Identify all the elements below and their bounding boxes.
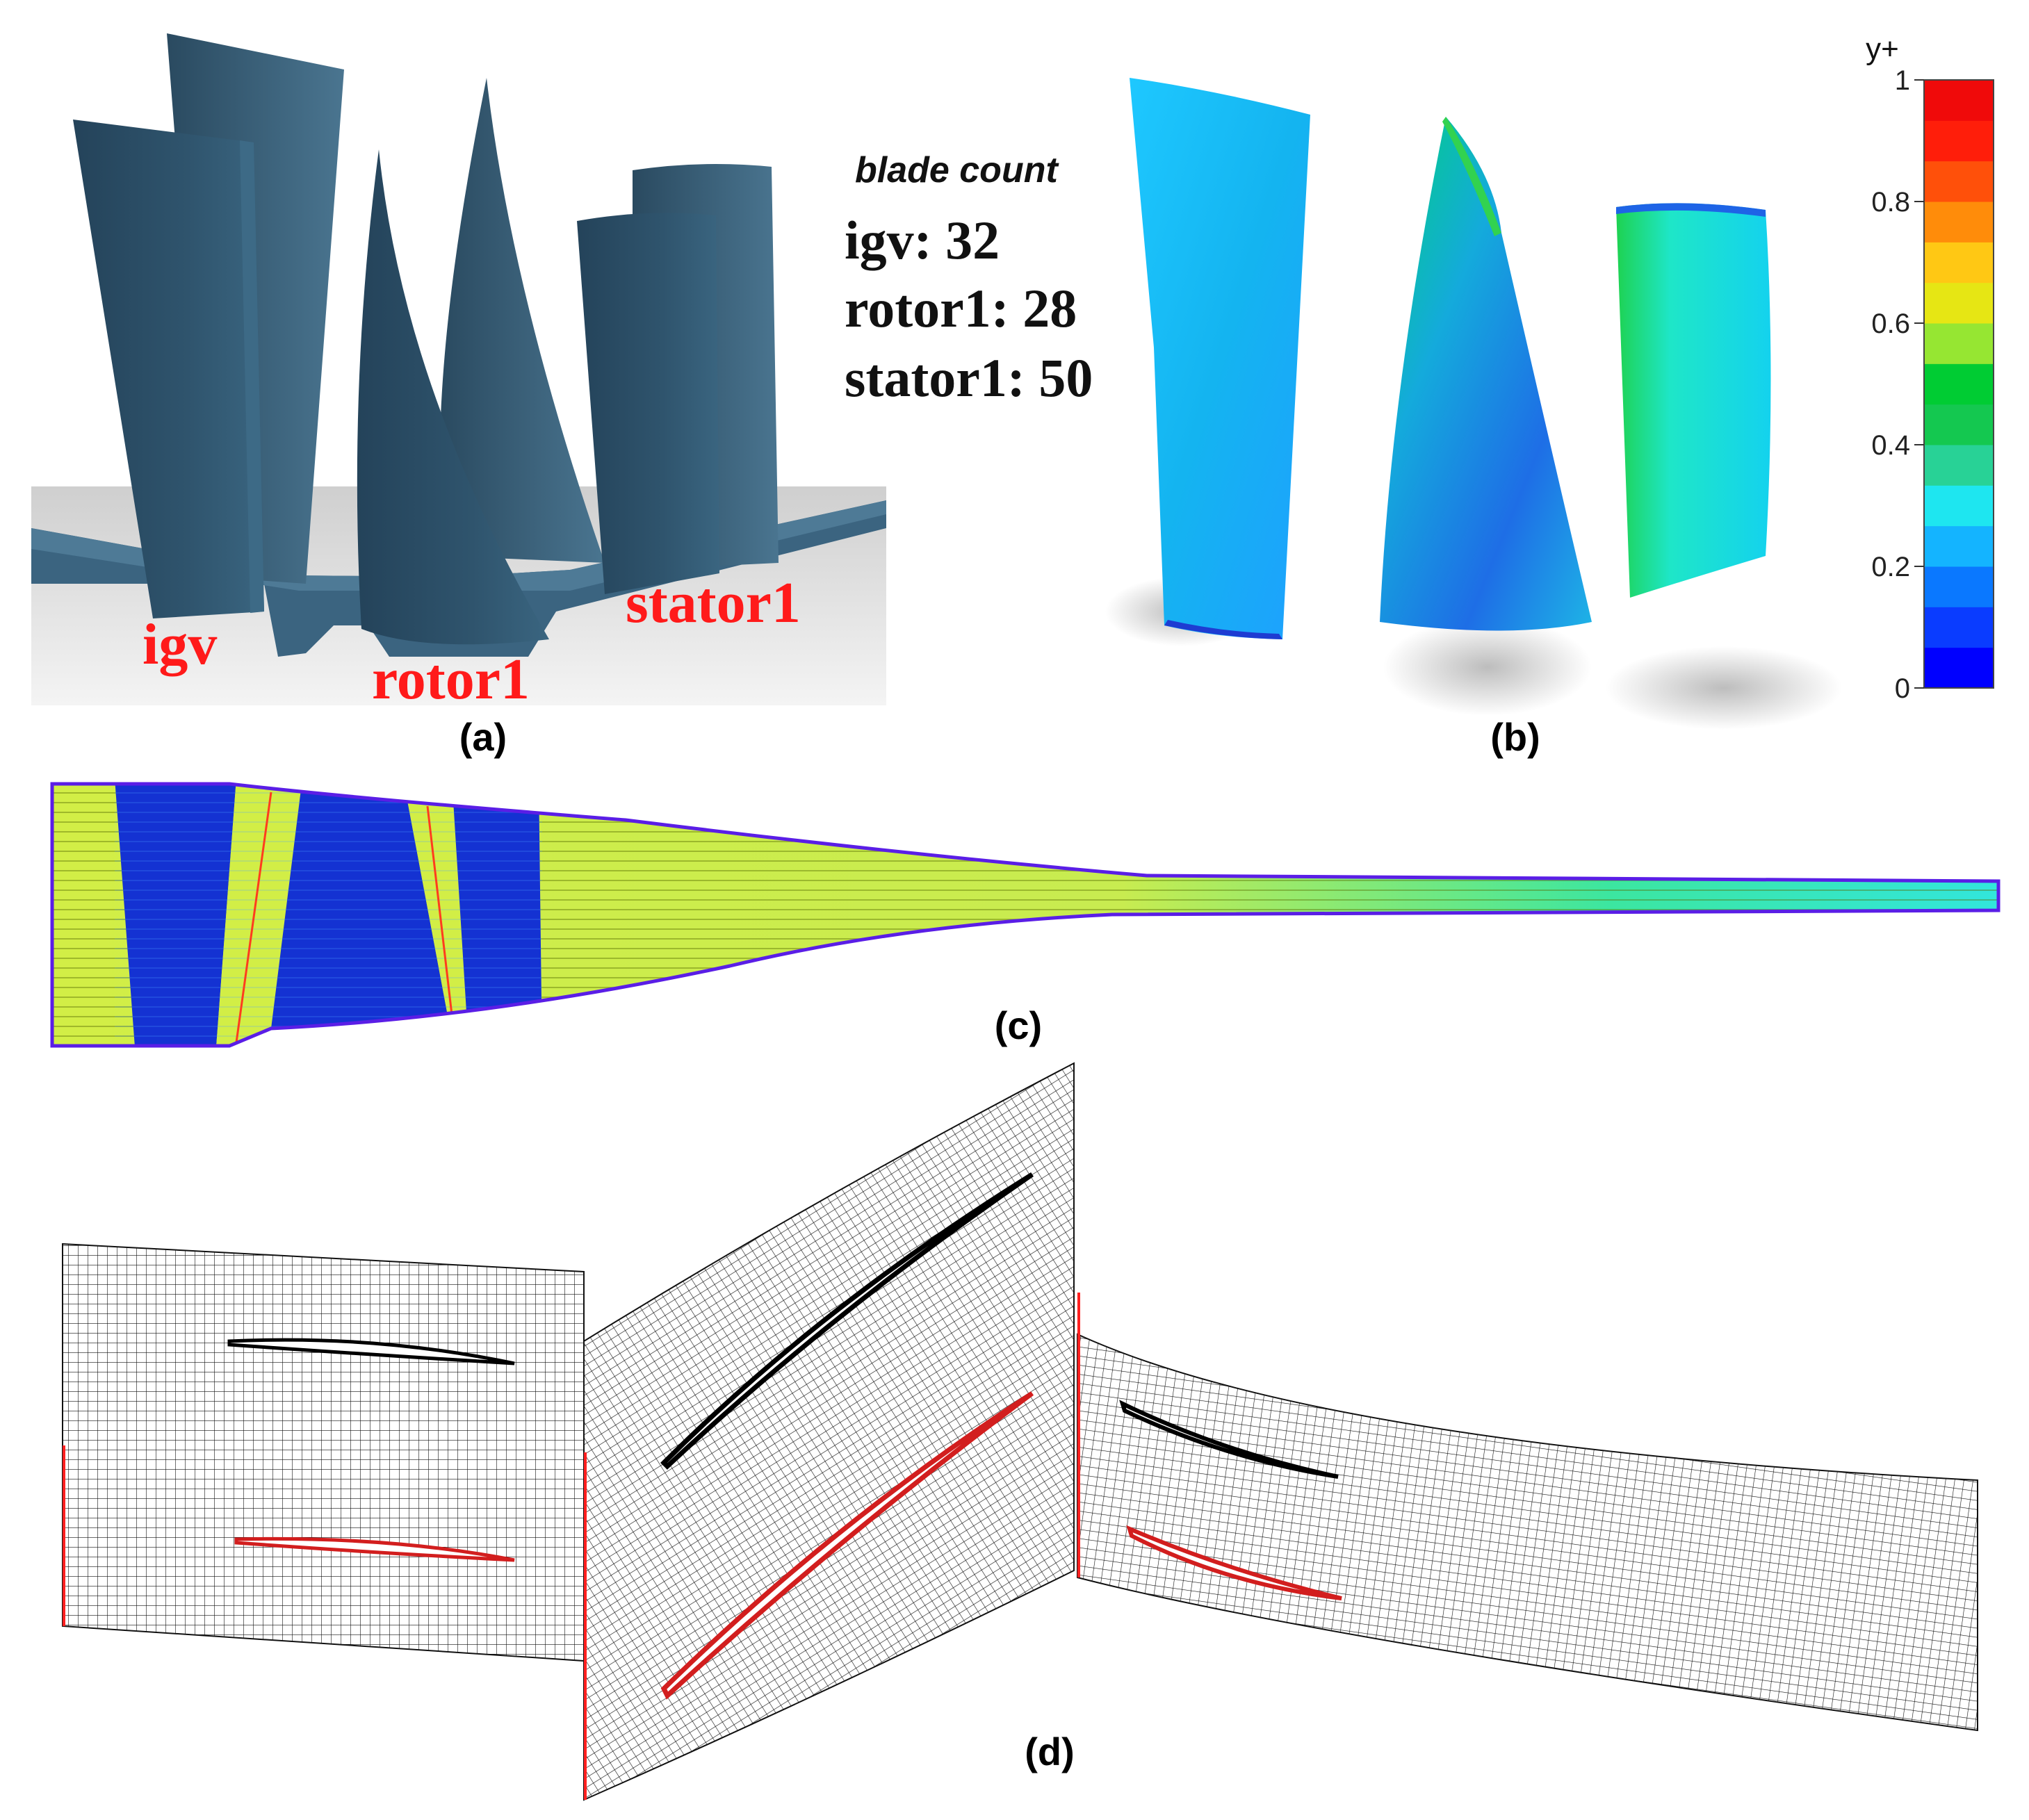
panel-b-rotor-lead-edge <box>1442 117 1501 236</box>
blade-count-stator1: stator1: 50 <box>845 347 1093 408</box>
passage-outline <box>50 782 2001 1048</box>
blade-count: blade count igv: 32 rotor1: 28 stator1: … <box>845 150 1093 408</box>
panel-a-label-rotor1: rotor1 <box>372 647 530 712</box>
panel-a-igv-front-blade <box>73 120 264 618</box>
panel-a-rotor-back-blade <box>439 78 605 563</box>
colorbar-tick-label: 0 <box>1895 673 1910 704</box>
colorbar-tick-label: 0.4 <box>1871 430 1910 461</box>
colorbar-band <box>1924 445 1994 486</box>
colorbar-band <box>1924 485 1994 527</box>
colorbar-band <box>1924 607 1994 648</box>
panel-a-label-stator1: stator1 <box>626 571 801 635</box>
colorbar-tick-label: 0.6 <box>1871 309 1910 339</box>
y-plus-colorbar: y+ 0 0.2 0.4 0.6 0.8 1 <box>1866 32 1994 704</box>
rotor-blade-lower <box>660 1391 1034 1700</box>
colorbar-band <box>1924 120 1994 162</box>
panel-b-shadow-2 <box>1383 618 1592 716</box>
panel-b: y+ 0 0.2 0.4 0.6 0.8 1 <box>1105 32 1994 730</box>
panel-a-stator-front-blade <box>577 213 719 594</box>
colorbar-bands <box>1924 80 1994 689</box>
panel-a-rotor-front-blade <box>357 149 549 645</box>
colorbar-tick-label: 0.8 <box>1871 187 1910 218</box>
interface-line-2 <box>426 805 453 1015</box>
caption-d: (d) <box>1025 1730 1075 1773</box>
panel-a: igv rotor1 stator1 <box>31 33 886 712</box>
panel-d <box>62 1062 1978 1801</box>
colorbar-band <box>1924 404 1994 445</box>
panel-b-rotor-blade <box>1380 117 1592 631</box>
colorbar-frame <box>1923 79 1994 689</box>
colorbar-tick-label: 0.2 <box>1871 552 1910 582</box>
panel-a-label-igv: igv <box>142 612 217 677</box>
mesh-stator-block <box>1077 1333 1978 1732</box>
colorbar-band <box>1924 323 1994 364</box>
caption-c: (c) <box>995 1003 1042 1047</box>
colorbar-band <box>1924 80 1994 121</box>
panel-b-igv-bottom-edge <box>1164 620 1282 639</box>
mesh-rotor-block <box>583 1062 1075 1801</box>
caption-a: (a) <box>459 715 507 759</box>
panel-a-igv-front-edge <box>240 140 264 613</box>
colorbar-band <box>1924 202 1994 243</box>
colorbar-ticks: 0 0.2 0.4 0.6 0.8 1 <box>1871 65 1924 704</box>
colorbar-tick-label: 1 <box>1895 65 1910 96</box>
panel-b-stator-top-edge <box>1616 203 1766 217</box>
colorbar-band <box>1924 282 1994 324</box>
panel-b-shadow-3 <box>1606 646 1842 730</box>
stator-blade-lower <box>1126 1525 1342 1600</box>
rotor-blade-upper <box>660 1172 1034 1470</box>
panel-b-stator-blade <box>1616 203 1771 598</box>
blade-count-igv: igv: 32 <box>845 210 1000 270</box>
caption-b: (b) <box>1490 715 1540 759</box>
blade-count-title: blade count <box>855 150 1059 190</box>
igv-blade-upper <box>227 1338 515 1366</box>
colorbar-band <box>1924 363 1994 405</box>
panel-b-igv-blade <box>1130 78 1310 639</box>
blade-count-rotor1: rotor1: 28 <box>845 278 1077 338</box>
blue-streamlines <box>115 784 542 1046</box>
colorbar-band <box>1924 647 1994 689</box>
colorbar-band <box>1924 242 1994 284</box>
colorbar-band <box>1924 161 1994 202</box>
colorbar-title: y+ <box>1866 32 1899 66</box>
interface-line-1 <box>235 792 272 1043</box>
mesh-igv-block <box>62 1243 585 1662</box>
igv-blade-lower <box>234 1536 515 1562</box>
stator-blade-upper <box>1119 1400 1339 1479</box>
colorbar-band <box>1924 566 1994 607</box>
colorbar-band <box>1924 525 1994 567</box>
